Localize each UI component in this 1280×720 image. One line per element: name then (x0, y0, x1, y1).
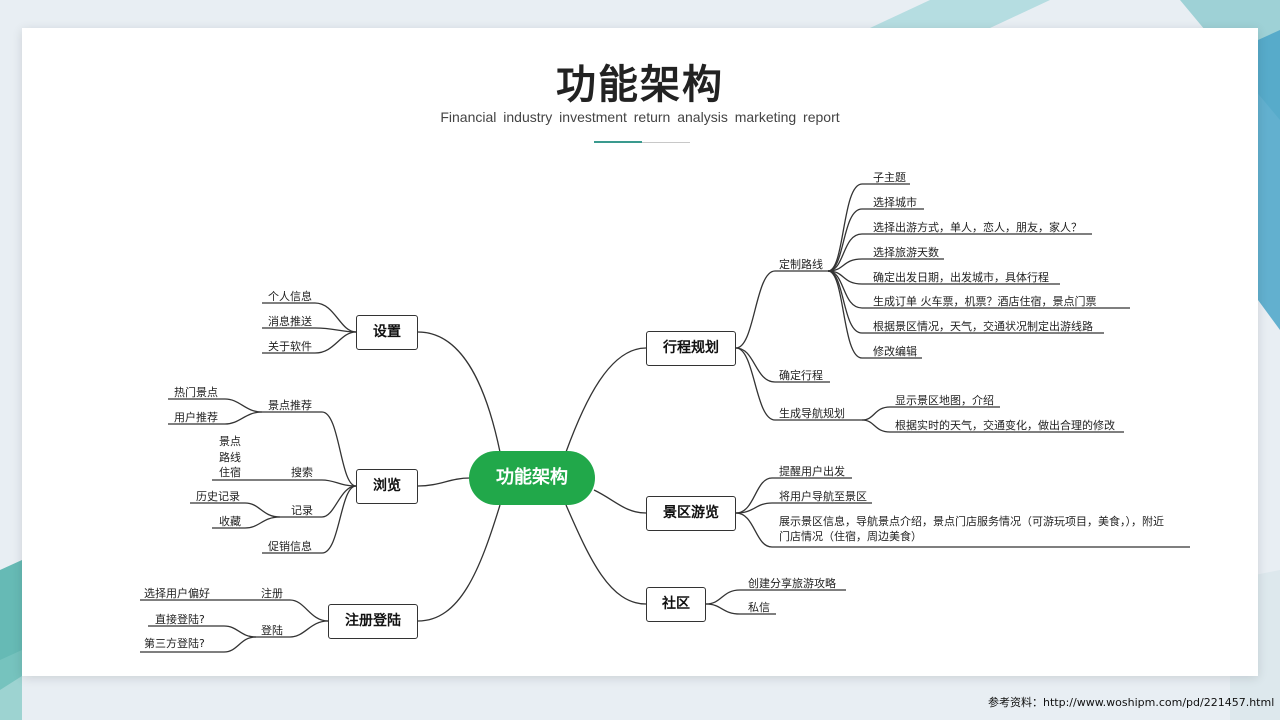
page-subtitle: Financial industry investment return ana… (440, 109, 840, 125)
reference-source: 参考资料：http://www.woshipm.com/pd/221457.ht… (988, 696, 1275, 709)
node-history: 历史记录 (196, 490, 240, 503)
node-generate-order: 生成订单 火车票，机票？酒店住宿，景点门票 (873, 295, 1097, 308)
node-travel-days: 选择旅游天数 (873, 246, 939, 259)
node-third-party-login: 第三方登陆? (144, 637, 205, 650)
node-select-city: 选择城市 (873, 196, 917, 209)
node-hot-attractions: 热门景点 (174, 386, 218, 399)
node-travel-mode: 选择出游方式，单人，恋人，朋友，家人？ (873, 221, 1082, 234)
node-direct-login: 直接登陆? (155, 613, 205, 626)
node-message-push: 消息推送 (268, 315, 312, 328)
node-login: 登陆 (261, 624, 283, 637)
node-private-message: 私信 (748, 601, 770, 614)
node-search: 搜索 (291, 466, 313, 479)
node-search-lodging: 住宿 (219, 466, 241, 479)
node-edit: 修改编辑 (873, 345, 917, 358)
node-register: 注册 (261, 587, 283, 600)
node-realtime-adjust: 根据实时的天气，交通变化，做出合理的修改 (895, 419, 1115, 432)
node-share-guide: 创建分享旅游攻略 (748, 577, 836, 590)
node-user-recommend: 用户推荐 (174, 411, 218, 424)
node-scenic-info-line2: 门店情况（住宿，周边美食） (779, 530, 922, 543)
node-favorites: 收藏 (219, 515, 241, 528)
node-about-software: 关于软件 (268, 340, 312, 353)
title-underline-accent (594, 141, 642, 143)
node-subtopic: 子主题 (873, 171, 906, 184)
node-select-preference: 选择用户偏好 (144, 587, 210, 600)
node-remind-user: 提醒用户出发 (779, 465, 845, 478)
page-title: 功能架构 (556, 62, 724, 108)
node-scenic-info-line1: 展示景区信息，导航景点介绍，景点门店服务情况（可游玩项目，美食，），附近 (779, 515, 1164, 528)
title-underline-gray (642, 142, 690, 143)
center-node: 功能架构 (469, 451, 595, 505)
node-custom-route: 定制路线 (779, 258, 823, 271)
branch-register-login: 注册登陆 (328, 604, 418, 639)
node-confirm-trip: 确定行程 (779, 369, 823, 382)
node-nav-plan: 生成导航规划 (779, 407, 845, 420)
branch-browse: 浏览 (356, 469, 418, 504)
slide-card (22, 28, 1258, 676)
node-navigate-to-scenic: 将用户导航至景区 (779, 490, 867, 503)
node-records: 记录 (291, 504, 313, 517)
branch-trip-planning: 行程规划 (646, 331, 736, 366)
node-show-map: 显示景区地图，介绍 (895, 394, 994, 407)
branch-settings: 设置 (356, 315, 418, 350)
node-search-attraction: 景点 (219, 435, 241, 448)
branch-community: 社区 (646, 587, 706, 622)
node-plan-route: 根据景区情况，天气，交通状况制定出游线路 (873, 320, 1093, 333)
branch-scenic-tour: 景区游览 (646, 496, 736, 531)
node-personal-info: 个人信息 (268, 290, 312, 303)
node-attraction-recommend: 景点推荐 (268, 399, 312, 412)
node-search-route: 路线 (219, 451, 241, 464)
node-departure-info: 确定出发日期，出发城市，具体行程 (873, 271, 1049, 284)
node-promotions: 促销信息 (268, 540, 312, 553)
